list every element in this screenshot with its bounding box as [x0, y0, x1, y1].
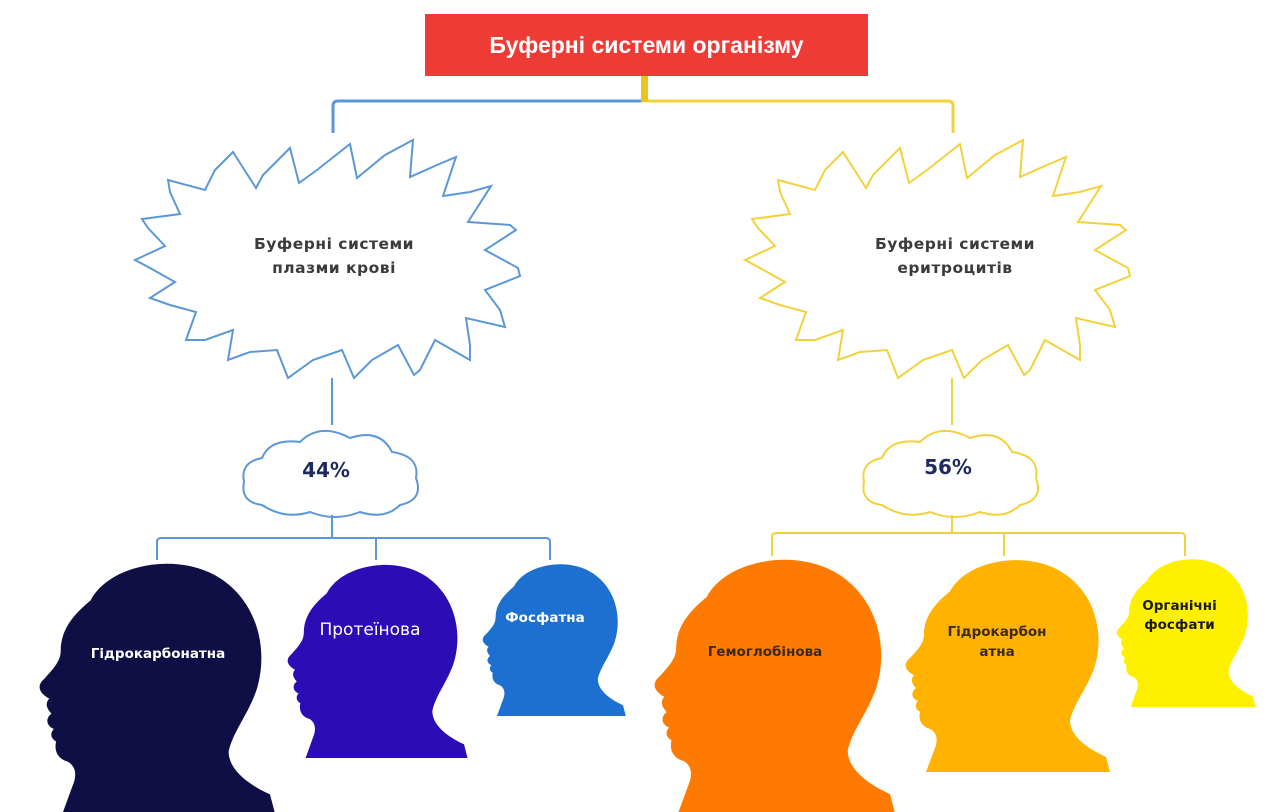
head-label-erythrocyte-hydrocarbonate: Гідрокарбон атна: [922, 622, 1072, 662]
head-label-hemoglobin: Гемоглобінова: [707, 644, 823, 660]
title-box: Буферні системи організму: [425, 14, 868, 76]
erythrocyte-buffer-label: Буферні системи еритроцитів: [845, 232, 1065, 280]
erythrocyte-label-line-2: еритроцитів: [897, 259, 1013, 277]
head-label-organic-phosphates-line-2: фосфати: [1144, 617, 1215, 633]
head-label-erythrocyte-hydrocarbonate-line-1: Гідрокарбон: [947, 624, 1047, 640]
erythrocyte-label-line-1: Буферні системи: [874, 235, 1036, 253]
plasma-percent-cloud: [242, 430, 419, 518]
head-label-phosphate: Фосфатна: [505, 610, 585, 626]
erythrocyte-branches: [771, 515, 1186, 556]
head-hemoglobin: [654, 559, 895, 812]
erythrocyte-burst-shape: [742, 138, 1132, 380]
plasma-burst-shape: [132, 138, 522, 380]
head-label-erythrocyte-hydrocarbonate-line-2: атна: [979, 644, 1015, 660]
diagram-title: Буферні системи організму: [489, 31, 804, 58]
head-label-organic-phosphates-line-1: Органічні: [1142, 598, 1217, 614]
plasma-buffer-label: Буферні системи плазми крові: [224, 232, 444, 280]
head-label-protein: Протеїнова: [319, 620, 421, 640]
head-organic-phosphates: [1116, 559, 1256, 707]
head-protein: [287, 564, 468, 758]
head-phosphate: [482, 564, 626, 716]
top-connector: [331, 76, 955, 133]
plasma-percent: 44%: [302, 458, 350, 482]
plasma-label-line-1: Буферні системи: [253, 235, 415, 253]
head-hydrocarbonate: [39, 563, 275, 812]
erythrocyte-percent-cloud: [862, 430, 1039, 518]
plasma-label-line-2: плазми крові: [272, 259, 396, 277]
head-label-organic-phosphates: Органічні фосфати: [1122, 597, 1237, 635]
plasma-branches: [156, 515, 551, 560]
head-erythrocyte-hydrocarbonate: [905, 560, 1110, 772]
head-label-hydrocarbonate: Гідрокарбонатна: [90, 646, 226, 662]
erythrocyte-percent: 56%: [924, 455, 972, 479]
